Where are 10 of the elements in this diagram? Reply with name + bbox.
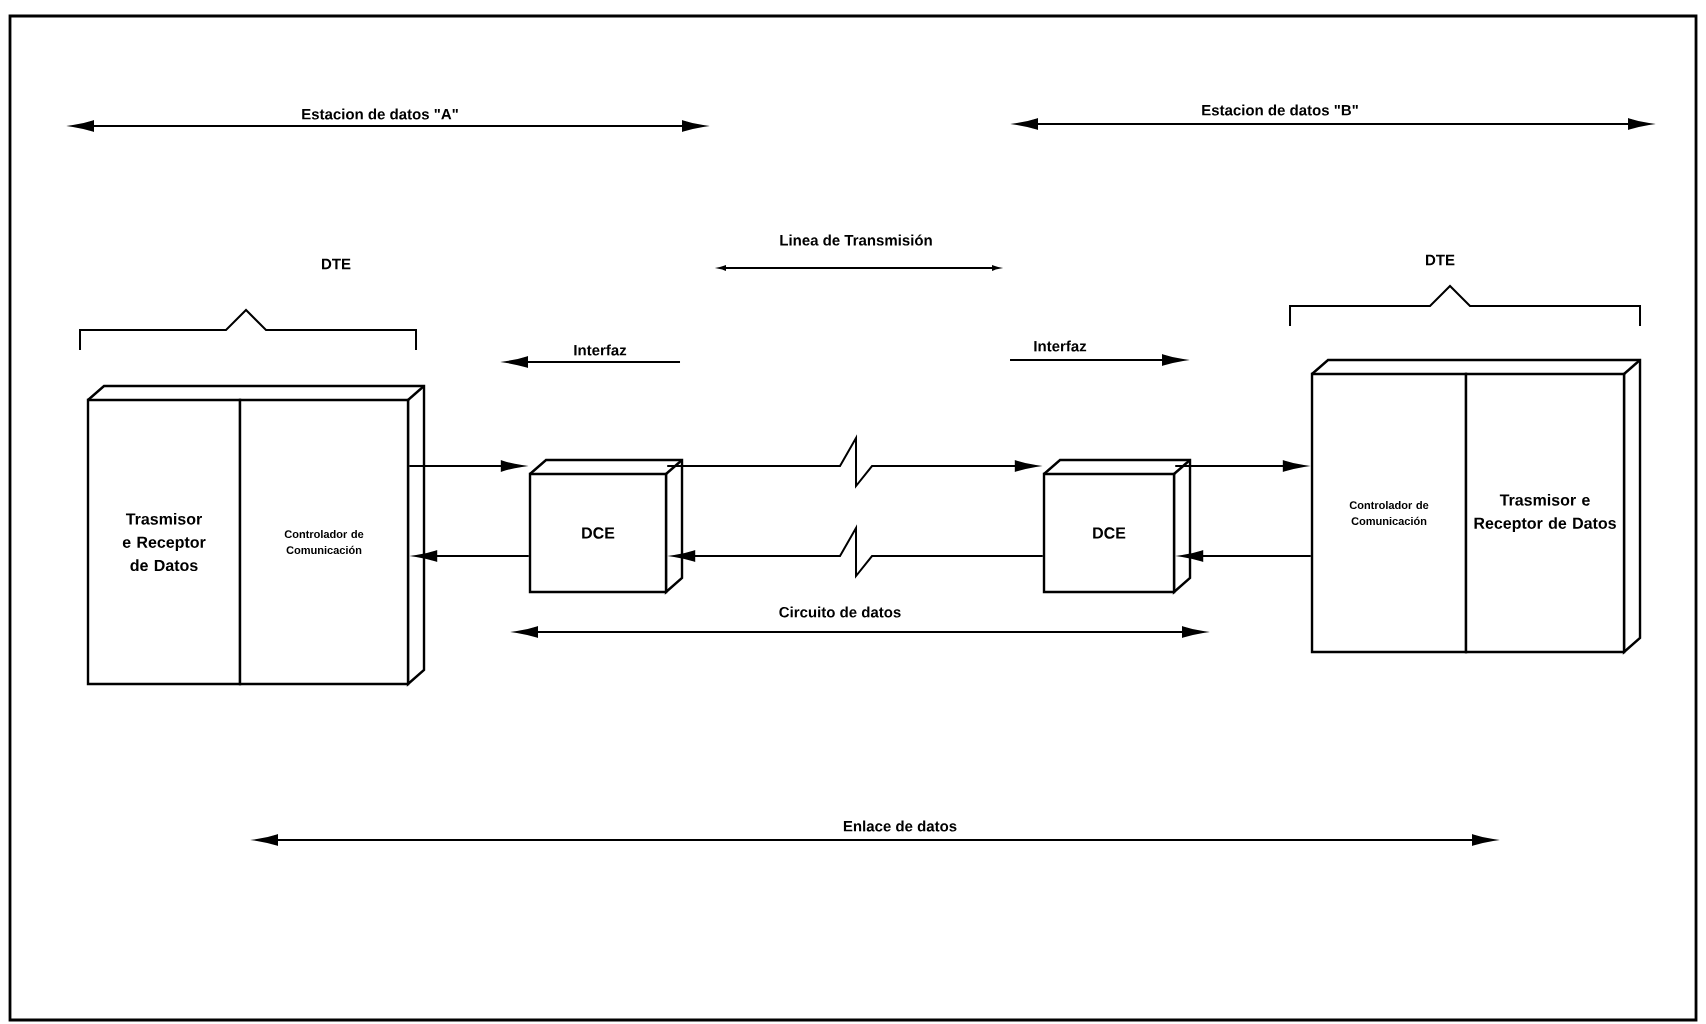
dte-panel: Trasmisor e Receptor de Datos: [1464, 372, 1626, 654]
arrow: [1181, 550, 1312, 562]
arrow: [1174, 460, 1305, 472]
dte-panel: Trasmisor e Receptor de Datos: [86, 398, 242, 686]
arrow: [666, 434, 1037, 489]
arrow: [415, 550, 530, 562]
dce-box: DCE: [528, 472, 668, 594]
arrow: [673, 524, 1044, 579]
arrow: [408, 460, 523, 472]
dce-box: DCE: [1042, 472, 1176, 594]
